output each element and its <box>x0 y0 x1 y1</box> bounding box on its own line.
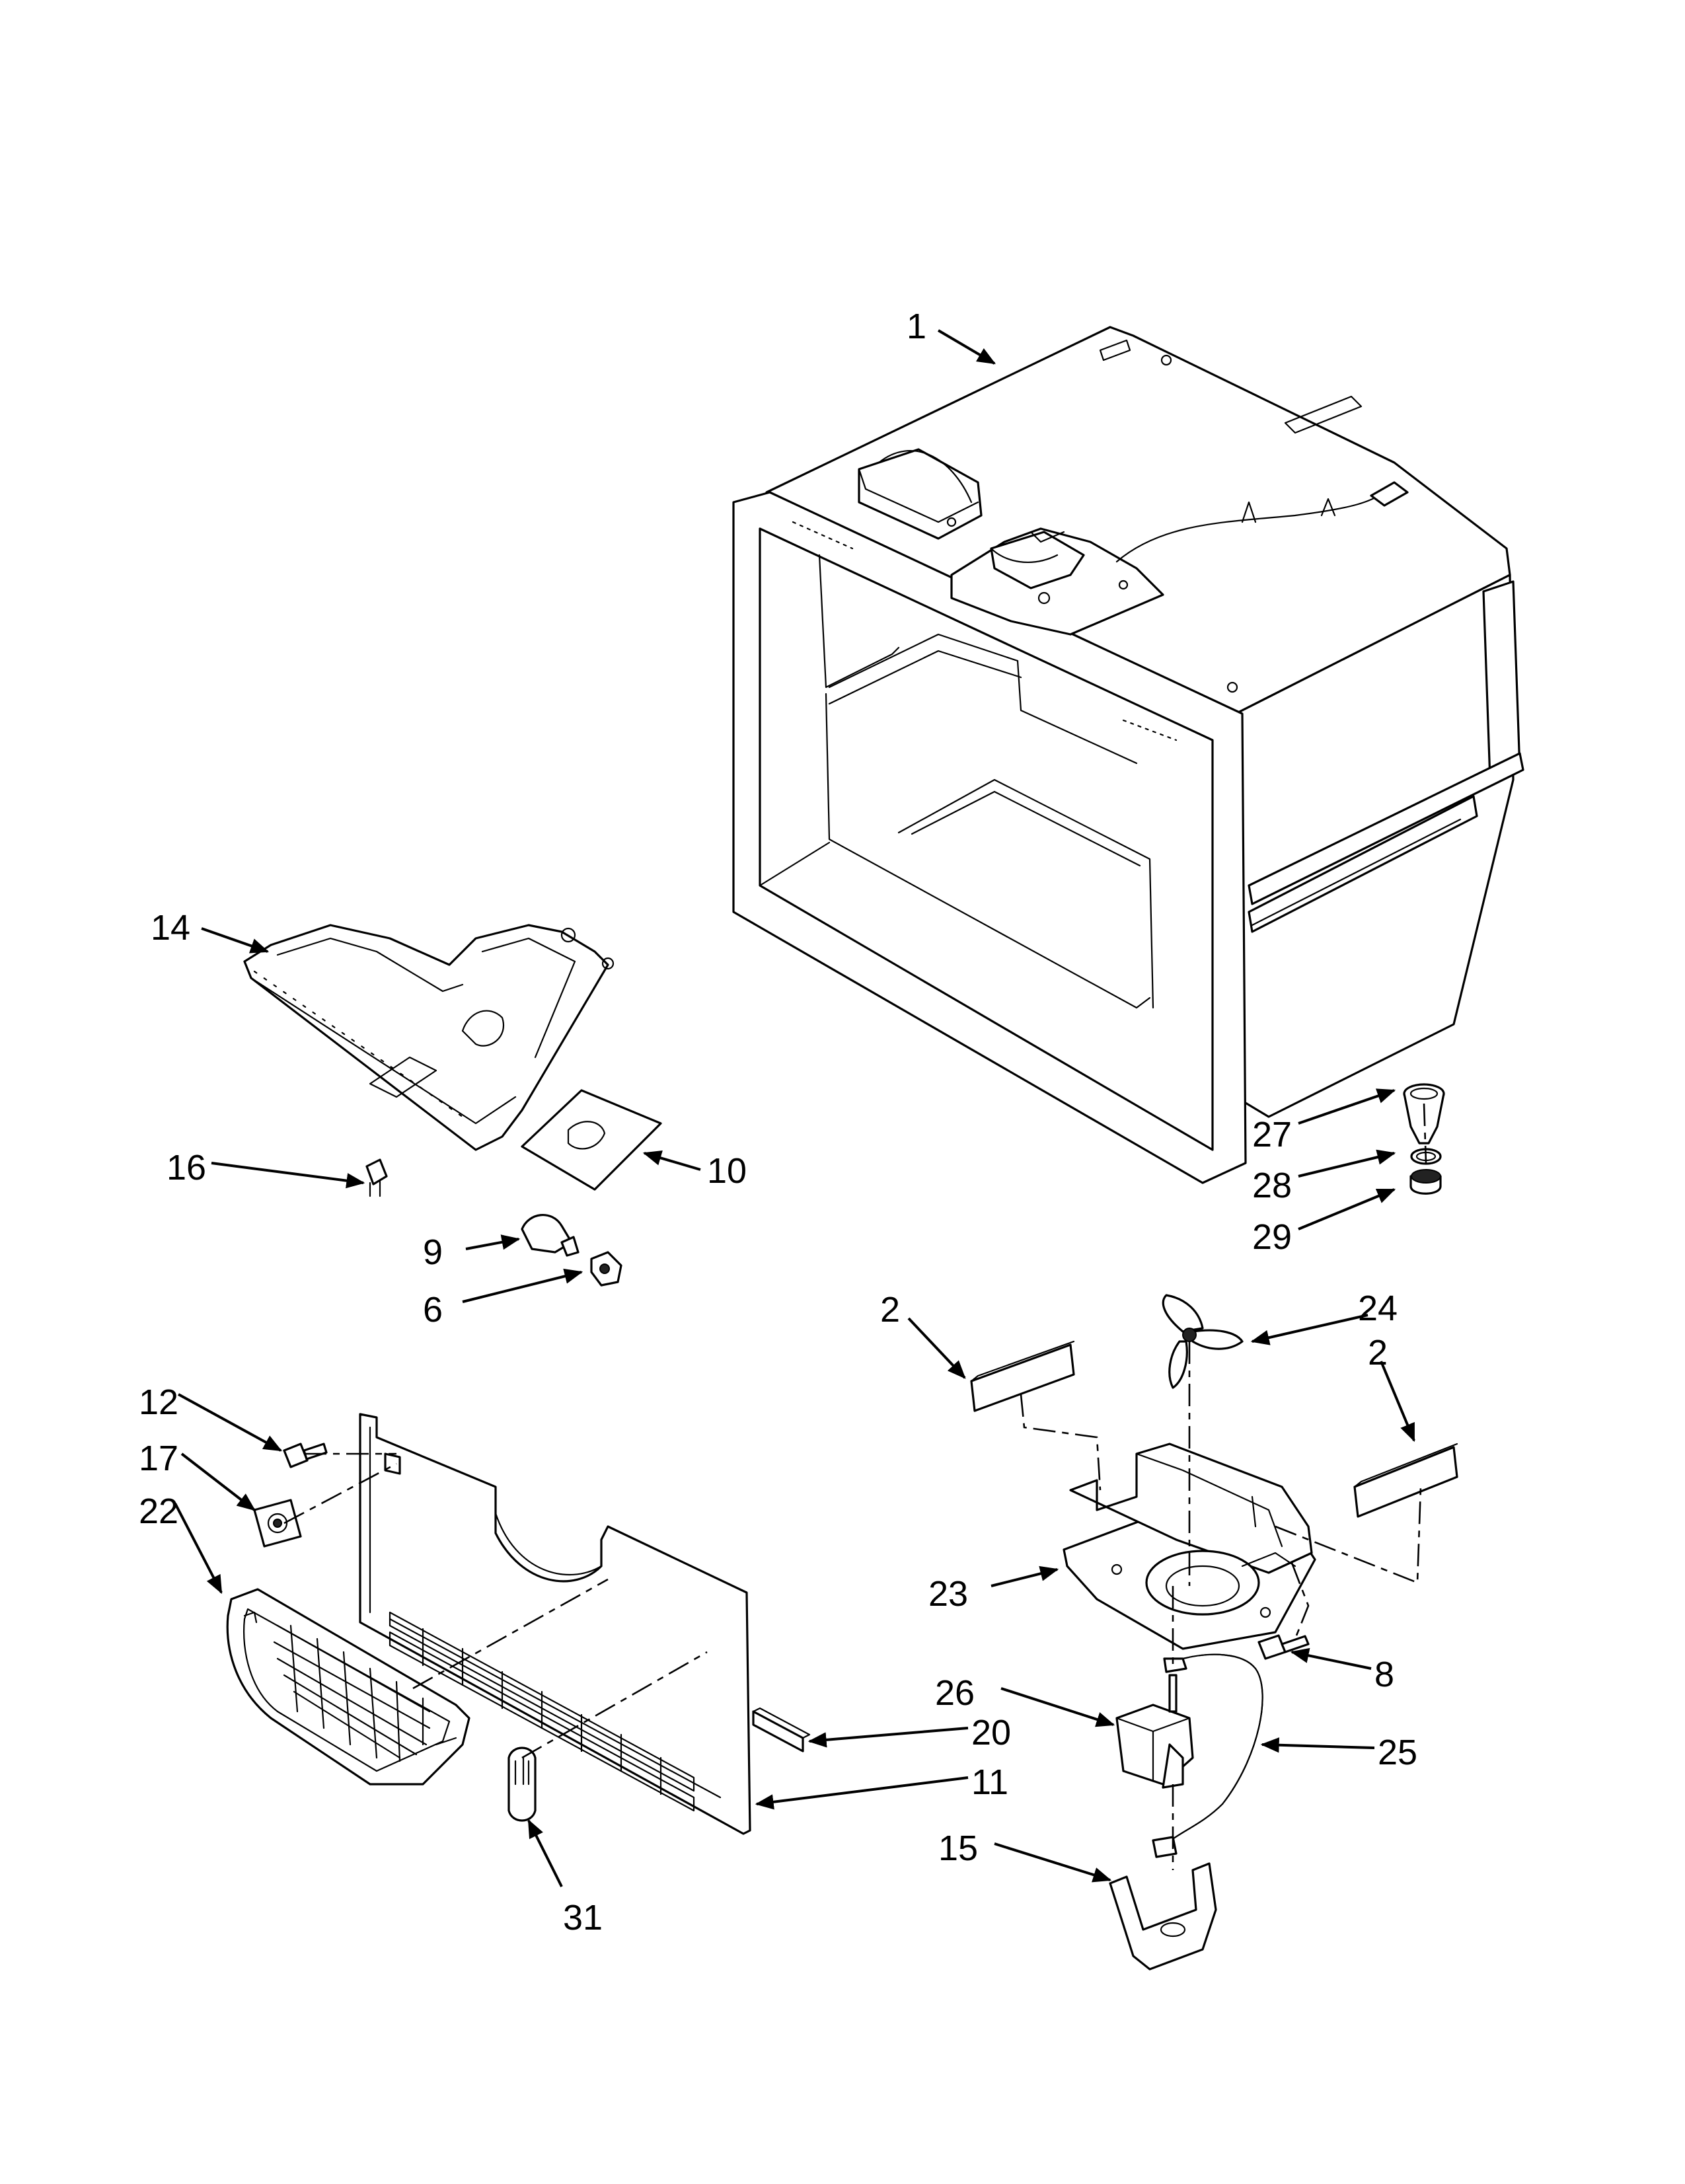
callout-29: 29 <box>1252 1217 1292 1257</box>
callout-10: 10 <box>707 1151 747 1191</box>
callout-23: 23 <box>928 1574 968 1614</box>
wire-harness-part <box>1152 1653 1263 1858</box>
callout-28: 28 <box>1252 1166 1292 1205</box>
air-duct-cover-part <box>243 924 615 1151</box>
freezer-liner-part <box>732 326 1524 1184</box>
callout-2-left: 2 <box>880 1290 900 1330</box>
drain-trough-parts <box>1403 1083 1445 1195</box>
fan-shroud-part <box>1063 1443 1316 1650</box>
callout-12: 12 <box>139 1382 178 1422</box>
callout-25: 25 <box>1378 1733 1417 1772</box>
fan-blade-part <box>1162 1294 1244 1389</box>
air-grille-part <box>226 1588 470 1786</box>
light-bulb-part <box>521 1214 580 1257</box>
callout-17: 17 <box>139 1439 178 1478</box>
thermistor-clip-part <box>507 1747 537 1822</box>
callout-22: 22 <box>139 1491 178 1531</box>
assembly-alignment-lines <box>283 1103 1427 1870</box>
callout-15: 15 <box>938 1828 978 1868</box>
callout-11: 11 <box>971 1762 1008 1802</box>
lamp-socket-part <box>590 1251 622 1287</box>
insulation-pad-part <box>521 1089 662 1191</box>
callout-8: 8 <box>1374 1655 1394 1694</box>
callout-1: 1 <box>907 307 926 346</box>
evaporator-cover-panel-part <box>359 1413 751 1835</box>
callout-14: 14 <box>151 908 190 948</box>
switch-part <box>365 1158 388 1197</box>
evaporator-fan-motor-part <box>1115 1657 1194 1789</box>
callout-20: 20 <box>971 1713 1011 1752</box>
callout-9: 9 <box>423 1232 443 1272</box>
callout-24: 24 <box>1358 1289 1398 1328</box>
light-bracket-part <box>253 1499 302 1548</box>
motor-bracket-part <box>1109 1862 1217 1971</box>
grille-mesh <box>273 1624 431 1762</box>
callout-6: 6 <box>423 1290 443 1330</box>
screw-12-part <box>283 1443 328 1468</box>
foam-block-right-part <box>1353 1443 1458 1518</box>
callout-leaders <box>174 329 1415 1887</box>
foam-strip-part <box>752 1707 811 1752</box>
screw-8-part <box>1257 1634 1310 1660</box>
foam-block-left-part <box>970 1340 1075 1412</box>
callout-labels: 1 14 16 10 9 6 27 28 29 2 24 2 12 17 22 … <box>139 307 1417 1938</box>
callout-16: 16 <box>167 1148 206 1187</box>
callout-2-right: 2 <box>1368 1333 1388 1373</box>
callout-27: 27 <box>1252 1115 1292 1154</box>
callout-31: 31 <box>563 1898 603 1938</box>
callout-26: 26 <box>935 1673 975 1713</box>
